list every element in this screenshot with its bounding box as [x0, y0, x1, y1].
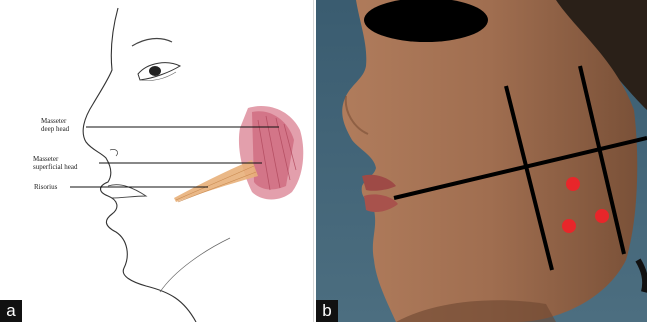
label-masseter-deep-line2: deep head [41, 125, 69, 133]
risorius-muscle [174, 160, 258, 202]
injection-point [562, 219, 576, 233]
panel-b-tag: b [316, 300, 338, 322]
nostril [110, 149, 118, 156]
masseter-muscle [239, 106, 303, 199]
label-masseter-superficial-line2: superficial head [33, 163, 78, 171]
injection-point [595, 209, 609, 223]
label-masseter-superficial-line1: Masseter [33, 155, 58, 163]
eye-redaction [364, 0, 488, 42]
panel-a-tag: a [0, 300, 22, 322]
face-profile-outline [83, 8, 196, 322]
patient-profile-photo [316, 0, 647, 322]
panel-b-photo: b [316, 0, 647, 322]
injection-point [566, 177, 580, 191]
label-risorius: Risorius [34, 183, 57, 191]
panel-a-illustration: Masseter deep head Masseter superficial … [0, 0, 314, 322]
label-masseter-deep-line1: Masseter [41, 117, 66, 125]
face-skin [342, 0, 637, 322]
eyebrow [132, 39, 172, 46]
